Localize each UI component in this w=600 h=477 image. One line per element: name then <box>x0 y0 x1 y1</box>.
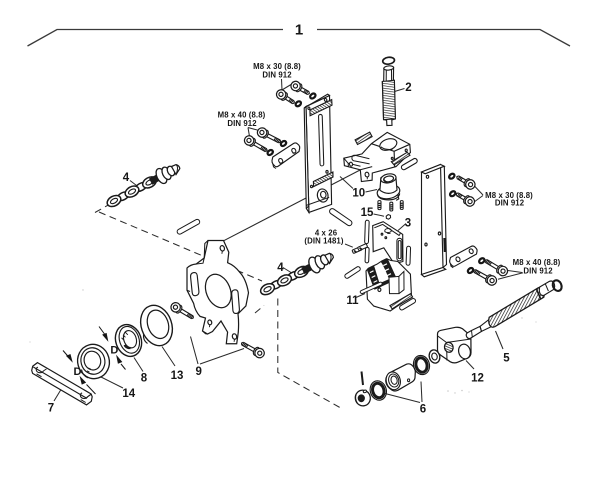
svg-text:9: 9 <box>195 366 201 378</box>
svg-text:1: 1 <box>295 22 303 39</box>
svg-text:7: 7 <box>48 403 54 415</box>
svg-text:4 x 26: 4 x 26 <box>315 229 338 238</box>
svg-text:D: D <box>110 345 118 357</box>
svg-text:DIN 912: DIN 912 <box>262 71 292 80</box>
svg-text:DIN 912: DIN 912 <box>495 199 525 208</box>
svg-text:M8 x 30 (8.8): M8 x 30 (8.8) <box>485 191 533 200</box>
svg-text:5: 5 <box>503 353 510 365</box>
svg-text:4: 4 <box>123 172 130 184</box>
svg-text:M8 x 40 (8.8): M8 x 40 (8.8) <box>218 111 266 120</box>
svg-text:3: 3 <box>405 218 411 230</box>
svg-text:DIN 912: DIN 912 <box>523 267 553 276</box>
svg-text:4: 4 <box>277 262 284 274</box>
svg-text:13: 13 <box>171 370 184 382</box>
svg-text:DIN 912: DIN 912 <box>227 119 257 128</box>
svg-text:M8 x 30 (8.8): M8 x 30 (8.8) <box>253 62 301 71</box>
svg-text:M8 x 40 (8.8): M8 x 40 (8.8) <box>513 258 561 267</box>
svg-text:15: 15 <box>361 207 374 219</box>
svg-text:(DIN 1481): (DIN 1481) <box>304 237 343 246</box>
svg-text:11: 11 <box>346 295 359 307</box>
svg-text:8: 8 <box>141 373 148 385</box>
svg-text:D: D <box>74 366 82 378</box>
svg-text:12: 12 <box>471 373 484 385</box>
svg-text:2: 2 <box>405 82 411 94</box>
svg-text:6: 6 <box>420 404 426 416</box>
svg-text:14: 14 <box>122 388 135 400</box>
svg-text:10: 10 <box>352 188 365 200</box>
